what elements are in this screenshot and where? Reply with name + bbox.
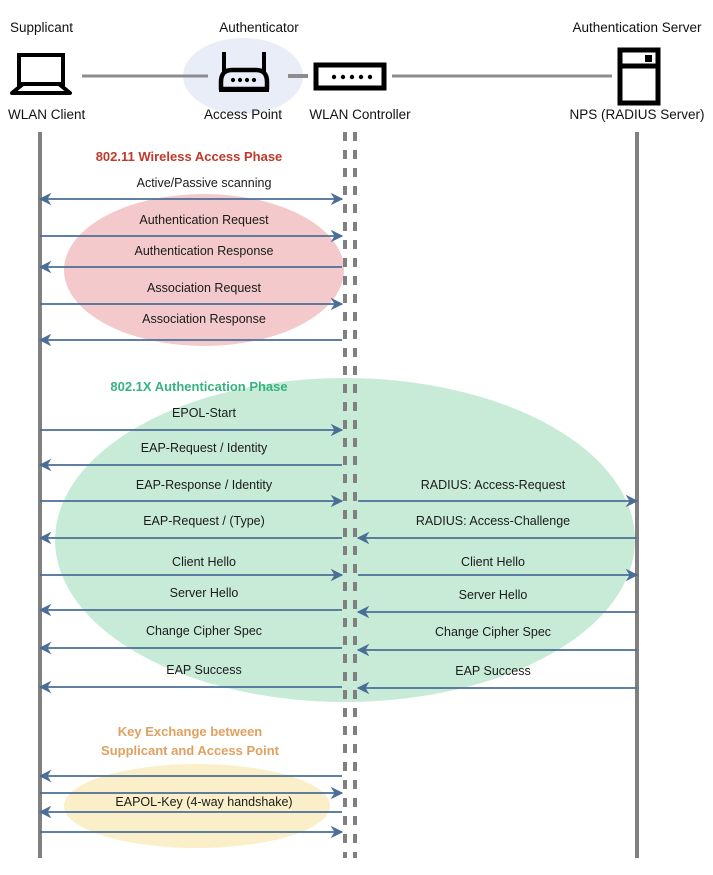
message-label: Change Cipher Spec xyxy=(145,624,263,638)
actor-device-access-point: Access Point xyxy=(203,107,283,122)
message-label: Client Hello xyxy=(172,555,236,569)
message-label: Association Response xyxy=(142,312,266,326)
message-label: Authentication Request xyxy=(139,213,269,227)
phase-title-key-exchange-line2: Supplicant and Access Point xyxy=(101,743,279,758)
phase-title-key-exchange: Key Exchange between Supplicant and Acce… xyxy=(101,722,279,760)
message-label: EAP-Request / (Type) xyxy=(143,514,265,528)
message-label: Client Hello xyxy=(461,555,525,569)
phase-title-wireless-access: 802.11 Wireless Access Phase xyxy=(95,149,283,164)
message-label: EAP-Request / Identity xyxy=(140,441,268,455)
phase-title-key-exchange-line1: Key Exchange between xyxy=(117,724,263,739)
actor-device-wlan-client: WLAN Client xyxy=(8,107,86,122)
actor-device-nps: NPS (RADIUS Server) xyxy=(569,107,705,122)
message-label: Change Cipher Spec xyxy=(434,625,552,639)
message-label: EPOL-Start xyxy=(172,406,236,420)
actor-role-authenticator: Authenticator xyxy=(219,20,299,35)
message-label: Association Request xyxy=(147,281,261,295)
actor-role-auth-server: Authentication Server xyxy=(572,20,702,35)
actor-device-wlan-controller: WLAN Controller xyxy=(309,107,411,122)
wlan-controller-icon xyxy=(313,62,387,91)
message-label: EAP Success xyxy=(455,664,531,678)
server-icon xyxy=(617,47,661,106)
phase-ellipse-dot1x-auth xyxy=(55,378,635,702)
access-point-icon xyxy=(218,52,270,92)
message-label: Server Hello xyxy=(458,588,528,602)
message-label: Authentication Response xyxy=(134,244,274,258)
actor-role-supplicant: Supplicant xyxy=(10,20,74,35)
message-label: Server Hello xyxy=(169,586,239,600)
message-label: EAPOL-Key (4-way handshake) xyxy=(115,795,293,809)
message-label: RADIUS: Access-Request xyxy=(420,478,566,492)
phase-ellipse-wireless-access xyxy=(64,194,344,346)
phase-title-dot1x-auth: 802.1X Authentication Phase xyxy=(110,379,288,394)
message-label: RADIUS: Access-Challenge xyxy=(415,514,571,528)
laptop-icon xyxy=(10,53,72,95)
message-label: Active/Passive scanning xyxy=(136,176,272,190)
authenticator-group-blob xyxy=(183,38,303,114)
phase-ellipse-key-exchange xyxy=(64,764,330,848)
message-label: EAP Success xyxy=(166,663,242,677)
message-label: EAP-Response / Identity xyxy=(135,478,273,492)
